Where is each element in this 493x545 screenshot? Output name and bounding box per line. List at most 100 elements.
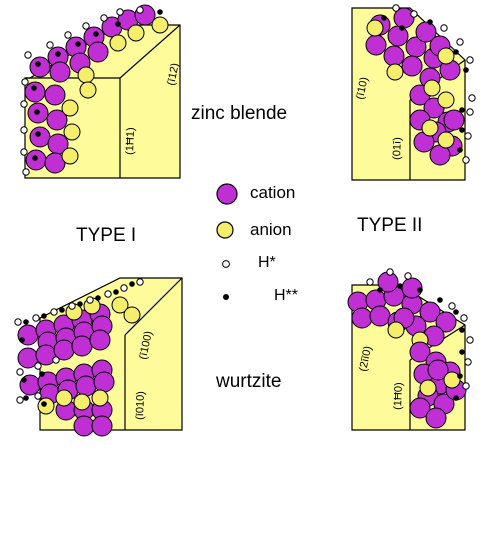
h-double-star-atom: [457, 147, 463, 153]
h-double-star-atom: [115, 21, 121, 27]
cation-atom: [435, 311, 457, 333]
cation-atom: [89, 329, 111, 351]
h-double-star-atom: [35, 61, 41, 67]
h-double-star-atom: [113, 289, 119, 295]
h-star-atom: [466, 336, 474, 344]
type-1-label: TYPE I: [76, 225, 137, 246]
h-star-atom: [120, 284, 128, 292]
h-star-atom: [466, 108, 474, 116]
h-double-star-atom: [453, 49, 459, 55]
cation-atom: [24, 81, 46, 103]
zinc-blende-label: zinc blende: [191, 103, 288, 124]
h-double-star-atom: [417, 287, 423, 293]
anion-atom: [386, 63, 404, 81]
h-star-atom: [20, 148, 28, 156]
anion-swatch: [216, 221, 234, 239]
h-double-star-atom: [459, 349, 465, 355]
cation-atom: [91, 415, 113, 437]
h-double-star-atom: [77, 301, 83, 307]
anion-atom: [437, 131, 455, 149]
cation-atom: [415, 21, 437, 43]
h-double-star-atom: [459, 327, 465, 333]
h-double-star-label: H**: [274, 287, 299, 304]
h-star-atom: [462, 382, 470, 390]
h-double-star-atom: [55, 51, 61, 57]
cation-atom: [29, 126, 51, 148]
h-star-atom: [50, 308, 58, 316]
h-star-atom: [404, 272, 412, 280]
cation-atom: [75, 375, 97, 397]
h-double-star-atom: [35, 131, 41, 137]
face-label-wz-type1-top: (ī100): [137, 330, 155, 361]
cation-atom: [383, 45, 405, 67]
anion-label: anion: [250, 220, 292, 239]
h-star-label: H*: [258, 254, 276, 271]
anion-atom: [55, 389, 73, 407]
h-double-star-atom: [32, 155, 38, 161]
h-star-atom: [104, 290, 112, 298]
h-double-star-atom: [437, 297, 443, 303]
cation-atom: [87, 41, 109, 63]
h-star-atom: [20, 126, 28, 134]
anion-atom: [437, 47, 455, 65]
h-double-star-atom: [39, 371, 45, 377]
anion-atom: [443, 371, 461, 389]
h-star-atom: [466, 56, 474, 64]
h-star-atom: [116, 8, 124, 16]
anion-atom: [73, 393, 91, 411]
anion-atom: [37, 397, 55, 415]
face-label-wz-type1-side: (ī010): [134, 391, 147, 420]
h-star-atom: [68, 302, 76, 310]
h-double-star-atom: [75, 41, 81, 47]
anion-atom: [61, 99, 79, 117]
cation-atom: [401, 55, 423, 77]
face-label-wz-type2-top: (2īī0): [357, 345, 374, 373]
h-star-atom: [52, 356, 60, 364]
h-double-star-atom: [19, 337, 25, 343]
face-label-zb-type1-side: (1Ħ1): [124, 127, 137, 155]
h-star-atom: [100, 14, 108, 22]
h-star-atom: [462, 156, 470, 164]
h-star-atom: [21, 78, 29, 86]
h-double-star-atom: [427, 19, 433, 25]
h-double-star-atom: [129, 281, 135, 287]
anion-atom: [111, 296, 129, 314]
cation-atom: [425, 407, 447, 429]
h-star-atom: [136, 278, 144, 286]
h-double-star-atom: [31, 85, 37, 91]
anion-atom: [423, 79, 441, 97]
cation-atom: [49, 61, 71, 83]
h-double-star-atom: [59, 307, 65, 313]
slab-edge: [124, 277, 183, 336]
cation-atom: [409, 397, 431, 419]
h-star-atom: [34, 392, 42, 400]
h-star-atom: [440, 24, 448, 32]
h-double-star-atom: [41, 401, 47, 407]
h-star-atom: [22, 168, 30, 176]
h-star-atom: [16, 396, 24, 404]
h-double-star-atom: [397, 283, 403, 289]
h-double-star-atom: [457, 373, 463, 379]
h-star-atom: [448, 302, 456, 310]
cation-atom: [29, 56, 51, 78]
h-double-star-atom: [459, 107, 465, 113]
anion-atom: [79, 81, 97, 99]
anion-atom: [437, 91, 455, 109]
h-star-atom: [20, 100, 28, 108]
cation-atom: [71, 335, 93, 357]
h-star-atom: [386, 268, 394, 276]
anion-atom: [151, 16, 169, 34]
cation-label: cation: [250, 183, 296, 202]
h-star-atom: [468, 94, 476, 102]
face-label-zb-type2-side: (01ī): [391, 137, 404, 160]
h-star-atom: [82, 22, 90, 30]
cation-atom: [93, 371, 115, 393]
h-star-atom: [456, 38, 464, 46]
h-star-atom: [460, 314, 468, 322]
anion-atom: [63, 123, 81, 141]
h-double-star-atom: [41, 313, 47, 319]
slab-edge: [119, 24, 181, 79]
cation-atom: [387, 25, 409, 47]
anion-atom: [109, 34, 127, 52]
